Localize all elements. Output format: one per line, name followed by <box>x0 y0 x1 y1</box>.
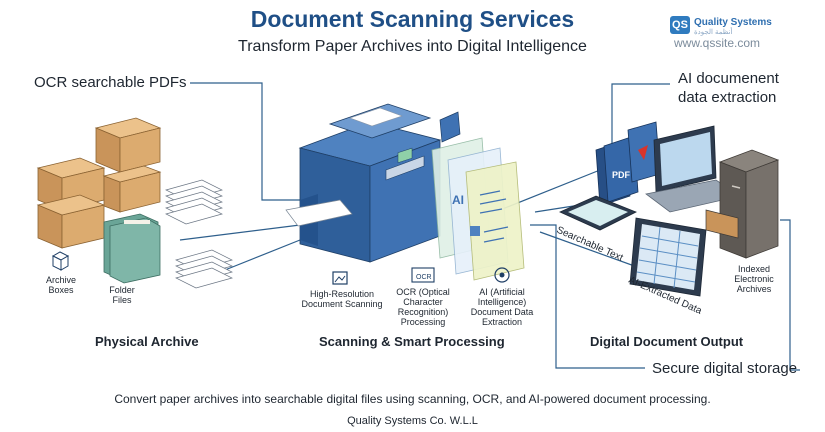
section-physical-archive: Physical Archive <box>95 334 199 349</box>
searchable-text-label: Searchable Text <box>555 225 625 264</box>
processing-screens-icon <box>431 137 525 281</box>
image-icon <box>332 271 348 285</box>
label-ai-extraction: AI (Artificial Intelligence) Document Da… <box>470 287 534 327</box>
tablet-icon <box>559 195 637 231</box>
footer-description: Convert paper archives into searchable d… <box>114 392 711 406</box>
ocr-badge-label: OCR <box>416 274 432 281</box>
folder-files-icon <box>103 213 161 284</box>
data-table-icon <box>629 217 707 297</box>
ocr-badge-icon <box>411 267 435 283</box>
pdf-label: PDF <box>612 170 631 180</box>
callout-ocr-pdfs: OCR searchable PDFs <box>34 74 187 91</box>
footer-company: Quality Systems Co. W.L.L <box>347 415 478 427</box>
page-title: Document Scanning Services <box>250 6 575 32</box>
archive-box-small-icon <box>51 251 70 271</box>
archive-boxes-icon <box>36 117 162 249</box>
brand-name: Quality Systems <box>694 17 772 28</box>
laptop-icon <box>645 125 741 213</box>
brand-arabic-name: أنظمة الجودة <box>694 29 733 36</box>
ai-screen-label: AI <box>452 193 464 207</box>
brand-url[interactable]: www.qssite.com <box>674 36 761 50</box>
section-scanning-processing: Scanning & Smart Processing <box>319 334 505 349</box>
ai-brain-icon <box>494 267 510 283</box>
scanner-icon <box>285 103 461 263</box>
label-ocr-processing: OCR (Optical Character Recognition) Proc… <box>396 287 450 327</box>
connector-secure-storage <box>530 224 645 369</box>
connector-files-to-scanner-2 <box>224 239 301 271</box>
callout-secure-storage: Secure digital storage <box>652 360 798 377</box>
label-archive-boxes: Archive Boxes <box>45 275 76 295</box>
filing-cabinet-icon <box>705 149 780 259</box>
label-high-res-scanning: High-Resolution Document Scanning <box>301 289 383 309</box>
connector-ocr-pdfs <box>190 82 300 201</box>
pdf-documents-icon: PDF <box>595 121 661 207</box>
label-indexed-archives: Indexed Electronic Archives <box>734 264 774 294</box>
section-digital-output: Digital Document Output <box>590 334 744 349</box>
page-subtitle: Transform Paper Archives into Digital In… <box>238 38 587 55</box>
connector-files-to-scanner <box>179 224 301 241</box>
connector-to-storage-right <box>780 219 800 371</box>
paper-stack-icon <box>165 179 233 289</box>
connector-to-table <box>539 231 641 269</box>
brand-block[interactable]: QS Quality Systems أنظمة الجودة www.qssi… <box>670 16 820 56</box>
callout-ai-extraction-line2: data extraction <box>678 89 777 106</box>
brand-logo-icon: QS <box>670 16 690 34</box>
callout-ai-extraction-line1: AI documenent <box>678 70 779 87</box>
label-folder-files: Folder Files <box>109 285 135 305</box>
